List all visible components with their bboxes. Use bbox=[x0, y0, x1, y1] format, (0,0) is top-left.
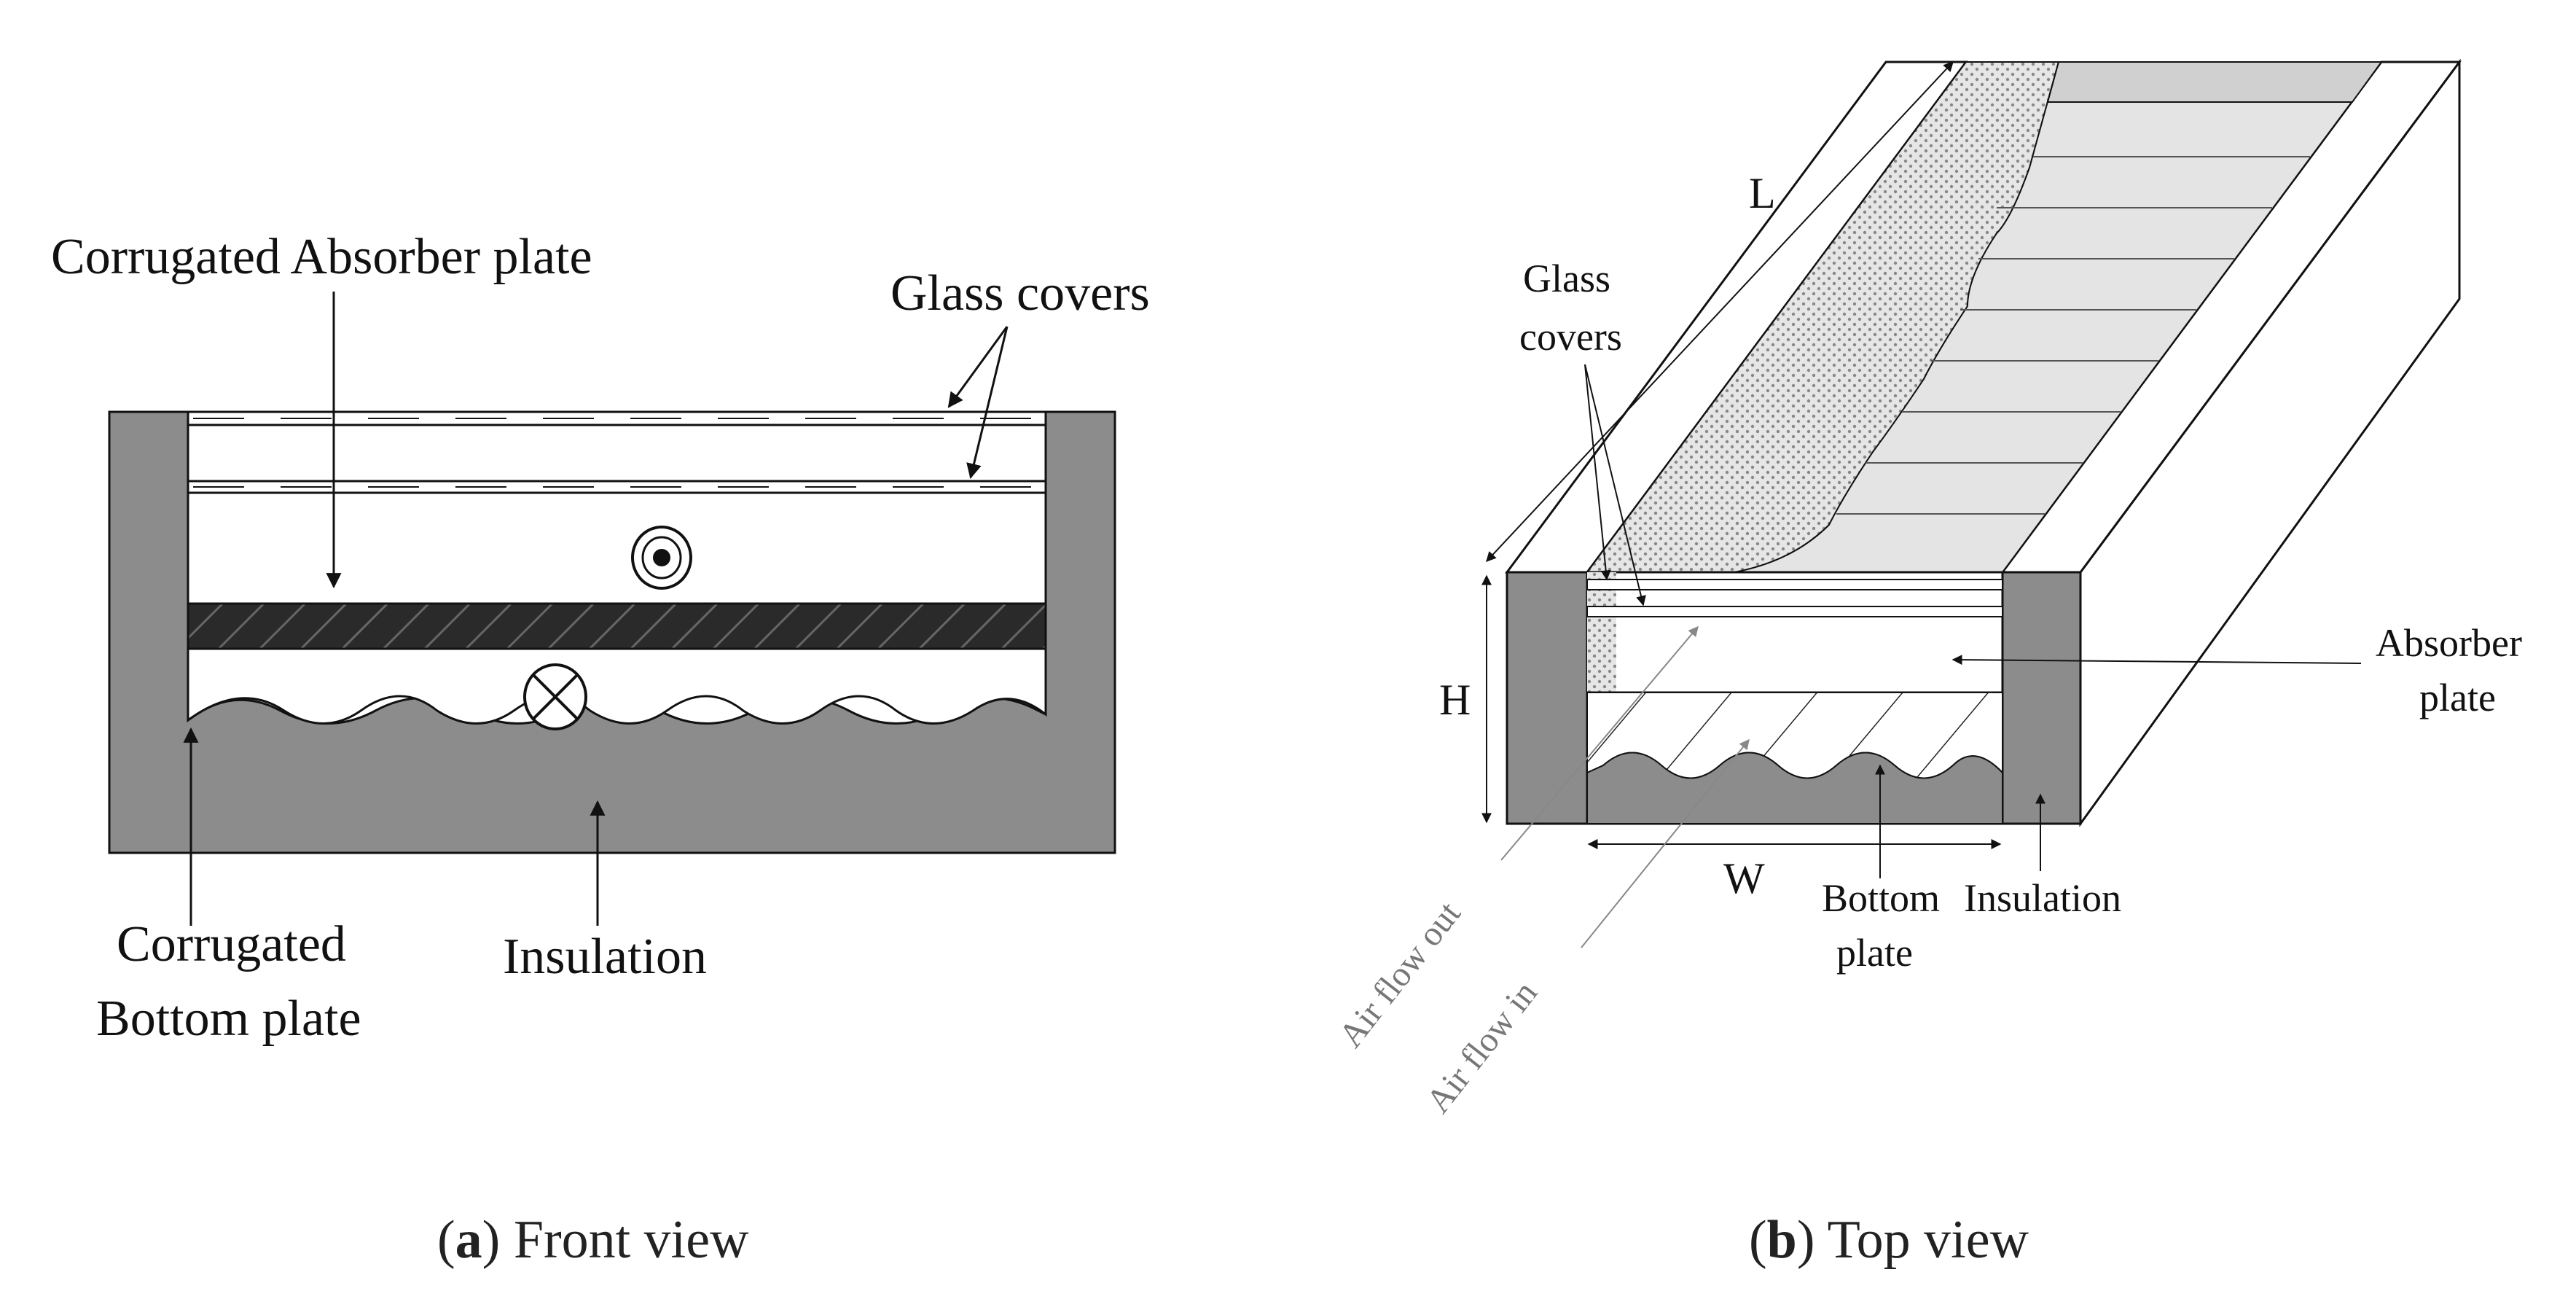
bottom-plate-b bbox=[1586, 752, 2003, 824]
caption-b-letter: b bbox=[1767, 1210, 1797, 1270]
arrow-air-out bbox=[1500, 625, 1699, 861]
arrow-glass-b-2 bbox=[1584, 364, 1646, 606]
back-strip bbox=[2046, 61, 2383, 103]
caption-a-text: Front view bbox=[500, 1210, 749, 1270]
label-absorber-a: Corrugated Absorber plate bbox=[51, 229, 592, 285]
air-channel-a bbox=[187, 410, 1047, 725]
label-bottom-a-1: Corrugated bbox=[117, 916, 346, 972]
label-glass-b-2: covers bbox=[1519, 315, 1622, 359]
label-insulation-b: Insulation bbox=[1964, 876, 2121, 920]
front-left-wall bbox=[1506, 571, 1589, 825]
label-glass-a: Glass covers bbox=[890, 265, 1150, 321]
label-w: W bbox=[1723, 854, 1765, 902]
glass-cover-2-b bbox=[1586, 606, 2003, 617]
glass-cover-1-b bbox=[1586, 579, 2003, 590]
absorber-plate-a bbox=[187, 602, 1047, 650]
caption-b: (b) Top view bbox=[1749, 1210, 2029, 1270]
arrow-glass-b-1 bbox=[1584, 364, 1611, 581]
flow-out-symbol bbox=[631, 526, 692, 590]
label-bottom-b-2: plate bbox=[1836, 931, 1913, 975]
dim-line-l bbox=[1486, 61, 1954, 563]
label-air-out: Air flow out bbox=[1331, 894, 1468, 1055]
caption-a-letter: a bbox=[455, 1210, 482, 1270]
glass-cover-2-a bbox=[187, 480, 1047, 494]
label-air-in: Air flow in bbox=[1419, 974, 1545, 1120]
label-l: L bbox=[1749, 169, 1776, 217]
label-bottom-b-1: Bottom bbox=[1822, 876, 1940, 920]
arrow-glass-2 bbox=[966, 326, 1009, 480]
label-h: H bbox=[1439, 676, 1471, 724]
caption-a: (a) Front view bbox=[437, 1210, 749, 1270]
label-glass-b-1: Glass bbox=[1523, 257, 1610, 300]
arrow-air-in bbox=[1581, 738, 1750, 948]
label-absorber-b-2: plate bbox=[2419, 676, 2496, 719]
caption-b-text: Top view bbox=[1814, 1210, 2029, 1270]
label-insulation-a: Insulation bbox=[503, 929, 707, 985]
flow-in-symbol bbox=[523, 663, 587, 730]
front-right-wall bbox=[2001, 571, 2082, 825]
glass-cover-1-a bbox=[187, 410, 1047, 426]
panel-a-front-view: Corrugated Absorber plate Glass covers C… bbox=[51, 229, 1150, 1270]
arrow-glass-1 bbox=[947, 326, 1009, 408]
label-absorber-b-1: Absorber bbox=[2376, 621, 2522, 665]
label-bottom-a-2: Bottom plate bbox=[96, 991, 361, 1047]
arrow-absorber-b bbox=[1951, 655, 2362, 666]
absorber-ribs bbox=[1836, 101, 2351, 515]
panel-b-top-view: L H W Glass covers Absorber plate Bottom… bbox=[1331, 58, 2522, 1270]
